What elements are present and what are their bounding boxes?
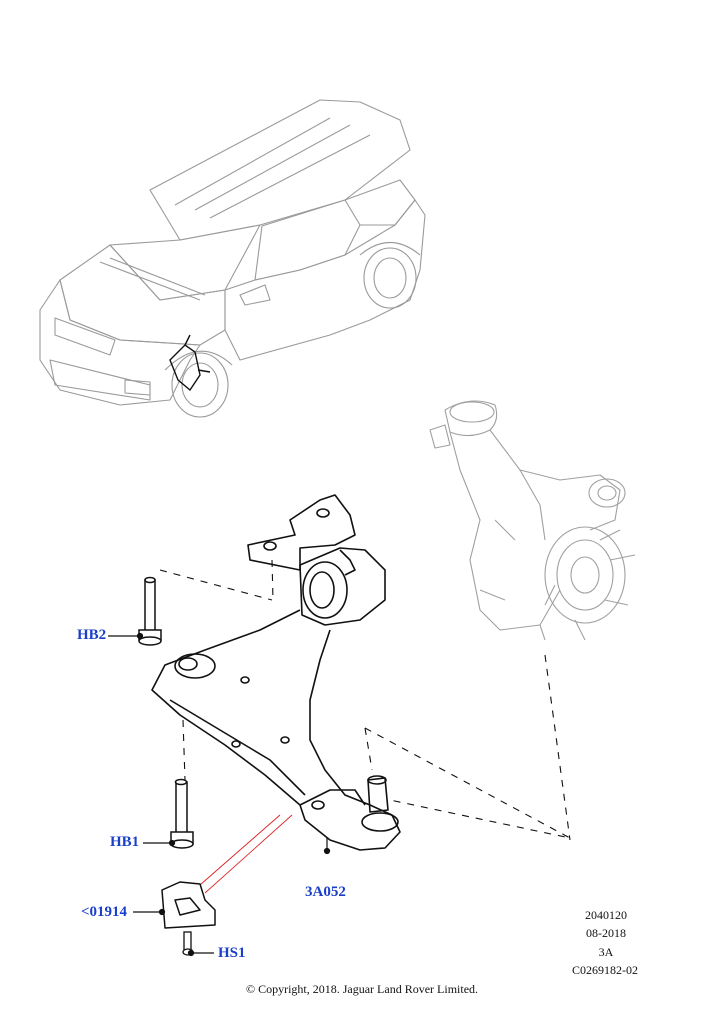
highlight-lines [199,814,293,894]
diagram-date: 08-2018 [586,926,626,940]
callout-hb1[interactable]: HB1 [110,834,140,850]
bolt-hb2 [138,576,162,646]
callout-leaders [108,632,331,957]
callout-hb2[interactable]: HB2 [77,627,107,643]
callout-01914[interactable]: <01914 [81,904,128,920]
bracket-01914 [161,881,216,929]
callout-hs1[interactable]: HS1 [218,945,246,961]
lower-control-arm [151,494,401,851]
bolt-hb1 [170,778,194,849]
diagram-code: 2040120 [585,908,627,922]
copyright-notice: © Copyright, 2018. Jaguar Land Rover Lim… [245,982,479,996]
steering-knuckle-ghost [429,400,636,641]
vehicle-suspension-highlight [169,334,211,392]
vehicle-outline [39,99,426,418]
illustration-id: C0269182-02 [572,963,638,977]
diagram-revision: 3A [598,945,614,959]
callout-3a052[interactable]: 3A052 [305,884,346,900]
assembly-dashed-lines [159,559,571,841]
